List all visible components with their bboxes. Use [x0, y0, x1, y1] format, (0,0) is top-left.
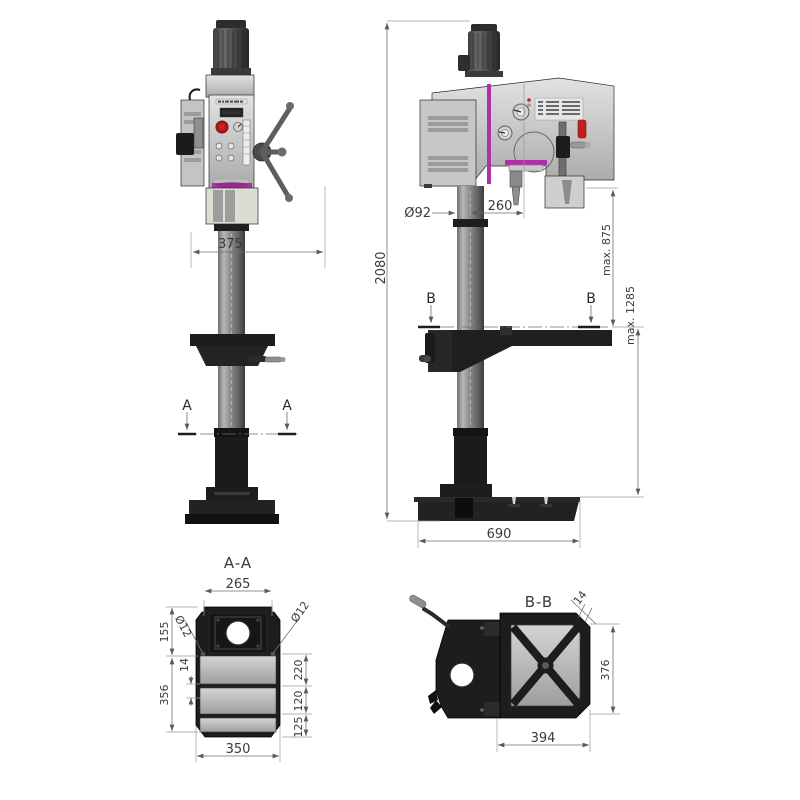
dim-aa-120: 120	[282, 687, 312, 715]
dim-throat-260: 260	[469, 84, 525, 218]
cut-marker-b-left: B	[426, 291, 436, 307]
aa-slot-face-1	[199, 655, 277, 685]
front-feed-handles	[252, 102, 294, 202]
dim-label-356: 356	[158, 685, 171, 706]
side-emergency-strip	[577, 119, 587, 139]
side-speed-knobs	[497, 103, 530, 141]
bb-clamp-bracket	[409, 594, 501, 719]
side-accent-band	[505, 160, 547, 165]
side-base-tslots	[508, 497, 552, 507]
dim-label-375: 375	[218, 237, 243, 252]
dim-label-125: 125	[292, 717, 305, 738]
dim-column-dia-92: Ø92	[404, 206, 455, 221]
front-column	[218, 224, 245, 434]
dim-bb-376: 376	[590, 623, 620, 715]
dim-label-2080: 2080	[374, 251, 389, 284]
dim-label-690: 690	[487, 527, 512, 542]
dim-label-394: 394	[531, 731, 556, 746]
dim-aa-155: 155	[158, 606, 198, 657]
side-base	[414, 484, 580, 521]
dim-aa-220: 220	[282, 653, 312, 687]
aa-slot-face-3	[199, 717, 277, 733]
dim-bb-394: 394	[496, 710, 591, 752]
front-motor	[211, 20, 251, 75]
dim-label-dia92: Ø92	[404, 206, 431, 221]
aa-slot-face-2	[199, 687, 277, 715]
dim-aa-265: 265	[203, 577, 273, 616]
dim-label-220: 220	[292, 660, 305, 681]
aa-hole-left	[200, 651, 206, 657]
section-aa-title: A-A	[224, 554, 252, 572]
dim-max-table-1285: max. 1285	[580, 286, 644, 498]
side-accent-stripe	[487, 84, 491, 184]
dim-aa-14: 14	[178, 658, 200, 706]
cut-plane-b: B B	[418, 291, 610, 329]
cut-plane-a: A A	[178, 398, 298, 436]
front-pushbuttons	[215, 142, 235, 162]
bb-worktable	[499, 612, 591, 719]
aa-pad-bolts	[216, 618, 260, 648]
side-quill	[509, 170, 523, 188]
view-front-elevation: A A 375	[176, 20, 326, 524]
side-pulley-outline	[513, 131, 555, 173]
dim-label-260: 260	[488, 199, 513, 214]
bb-crank-handle	[409, 594, 450, 628]
front-column-sleeve	[215, 437, 248, 487]
front-base	[185, 487, 279, 524]
side-worktable-arm	[419, 326, 612, 372]
cut-marker-a-left: A	[182, 398, 192, 414]
section-bb-title: B-B	[525, 593, 553, 611]
bb-column-bore	[449, 662, 475, 688]
dim-max-spindle-875: max. 875	[586, 187, 618, 326]
side-motor	[458, 24, 503, 77]
aa-hole-right	[270, 651, 276, 657]
dim-aa-350: 350	[195, 726, 281, 762]
dim-aa-125: 125	[282, 715, 312, 738]
side-electrical-cabinet	[419, 99, 477, 188]
view-section-aa: A-A 265 155	[158, 554, 312, 762]
view-side-elevation: B B Ø92 260 2080 max. 875	[374, 20, 644, 548]
dim-aa-356: 356	[158, 658, 198, 733]
cut-marker-b-right: B	[586, 291, 596, 307]
speed-chart-decal	[527, 97, 584, 121]
dim-overall-height-2080: 2080	[374, 20, 470, 522]
view-section-bb: B-B	[409, 588, 620, 752]
front-control-head	[208, 94, 255, 191]
dim-label-max875: max. 875	[600, 224, 613, 276]
front-gearhead	[205, 74, 255, 98]
dim-label-265: 265	[226, 577, 251, 592]
dim-label-350: 350	[226, 742, 251, 757]
dim-label-14-aa: 14	[178, 658, 191, 672]
dim-label-155: 155	[158, 622, 171, 643]
dim-label-120: 120	[292, 691, 305, 712]
side-terminal-box	[458, 55, 470, 71]
dim-front-width-375: 375	[190, 186, 326, 268]
front-side-bracket	[176, 133, 194, 155]
dim-label-max1285: max. 1285	[624, 286, 637, 345]
cut-marker-a-right: A	[282, 398, 292, 414]
dim-label-376: 376	[599, 660, 612, 681]
front-worktable	[190, 334, 286, 366]
dim-base-width-690: 690	[417, 500, 581, 548]
aa-column-bore	[225, 620, 251, 646]
